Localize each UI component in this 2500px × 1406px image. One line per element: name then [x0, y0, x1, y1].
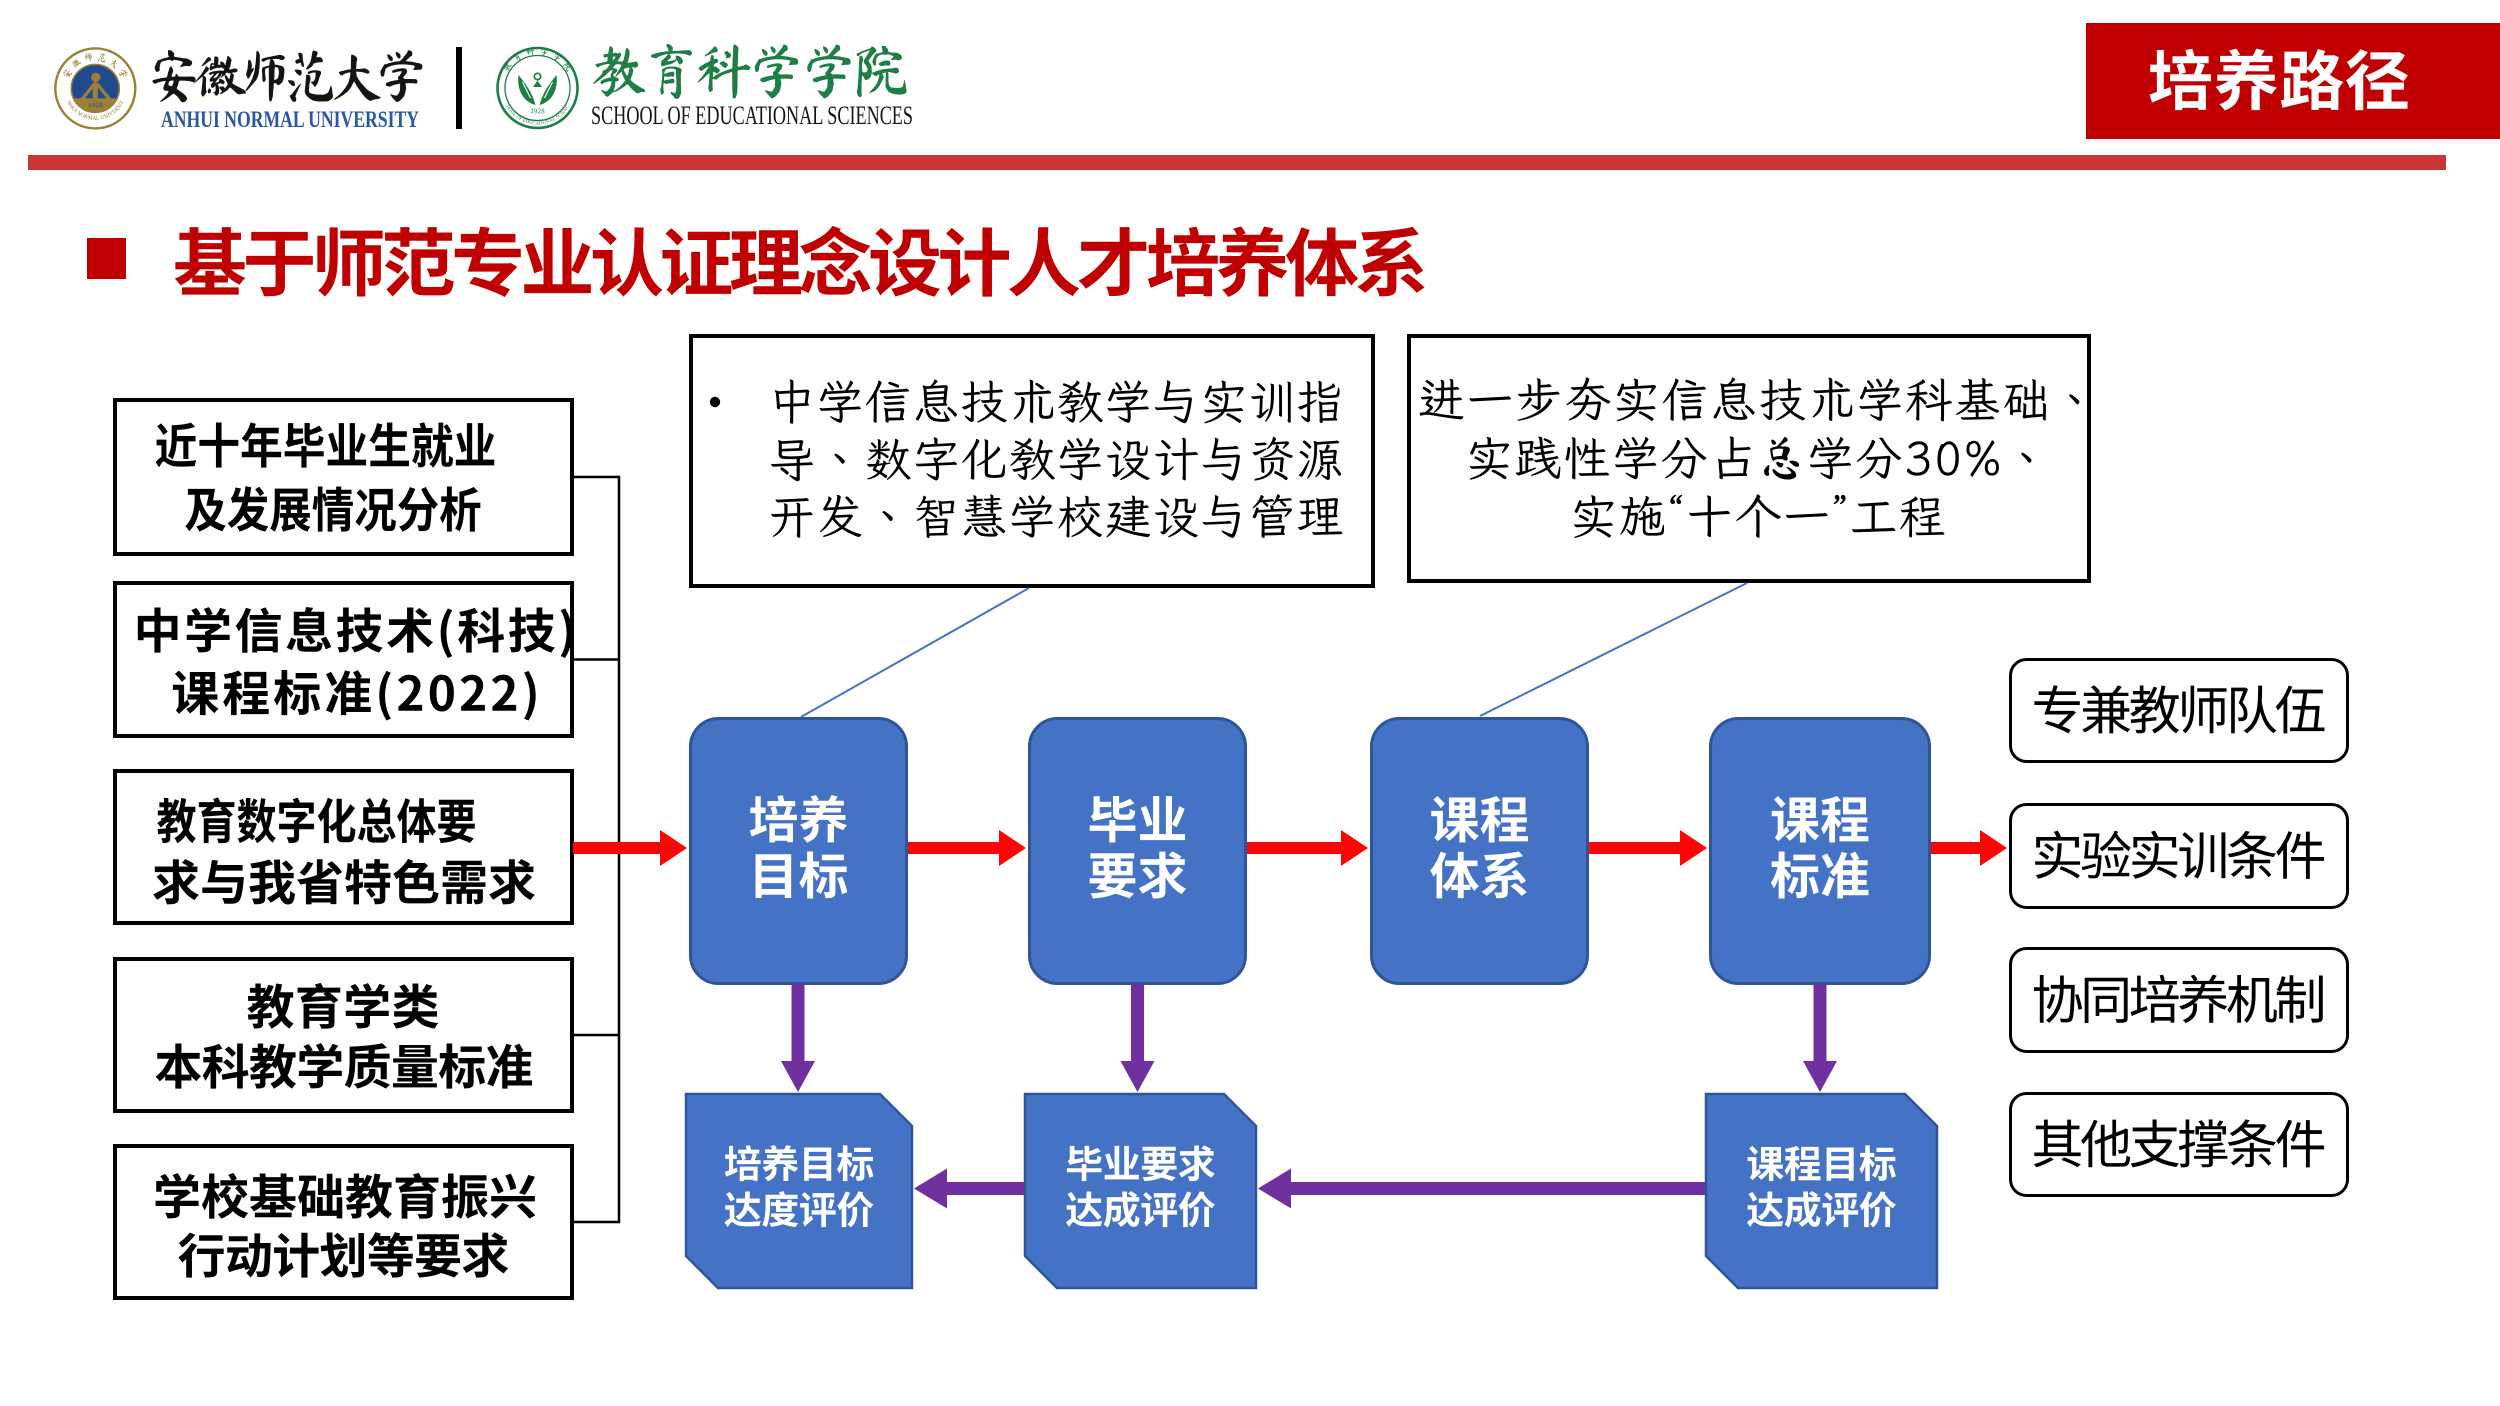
svg-text:SCHOOL OF EDUCATIONAL SCIENCES: SCHOOL OF EDUCATIONAL SCIENCES	[591, 101, 913, 130]
svg-text:ANHUI NORMAL UNIVERSITY: ANHUI NORMAL UNIVERSITY	[161, 107, 419, 133]
